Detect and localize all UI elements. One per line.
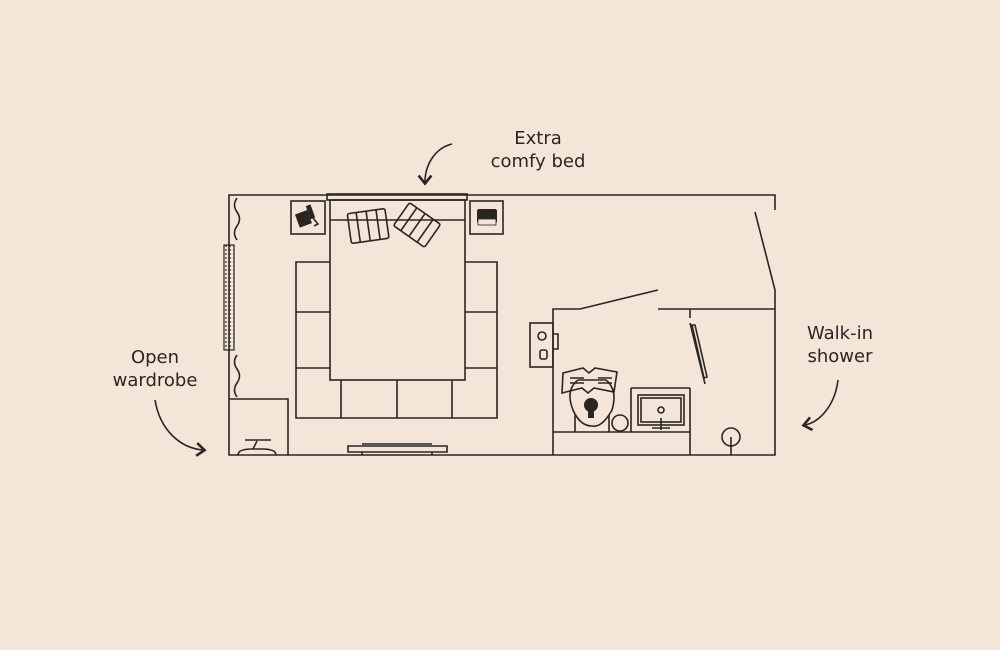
label-line: shower xyxy=(807,346,873,367)
coffee-shelf xyxy=(529,322,559,368)
shower-drain xyxy=(721,427,741,455)
rug xyxy=(295,261,498,419)
sink xyxy=(637,394,685,430)
pillow-left xyxy=(346,207,390,245)
label-line: comfy bed xyxy=(490,151,586,172)
label-line: Walk-in xyxy=(806,323,873,344)
arrows xyxy=(154,143,839,457)
label-walk-in-shower: Walk-in shower xyxy=(760,322,920,368)
wardrobe-cabinet xyxy=(229,398,289,456)
nightstand-right xyxy=(469,200,504,235)
bed-arrow xyxy=(417,143,453,186)
wardrobe-arrow xyxy=(154,399,207,457)
shower-arrow xyxy=(801,379,839,432)
curtain-bottom xyxy=(233,354,241,398)
label-open-wardrobe: Open wardrobe xyxy=(75,346,235,392)
label-line: Open xyxy=(130,347,180,368)
label-line: Extra xyxy=(514,128,562,149)
nightstand-left xyxy=(290,200,326,235)
pillow-right xyxy=(393,202,441,248)
person-reading-newspaper xyxy=(561,367,618,432)
toilet xyxy=(611,414,629,432)
bed xyxy=(326,193,468,381)
label-extra-comfy-bed: Extra comfy bed xyxy=(458,127,618,173)
curtain-top xyxy=(233,197,241,241)
label-line: wardrobe xyxy=(112,370,198,391)
window xyxy=(223,244,235,351)
tv-console xyxy=(347,443,448,455)
bathroom-walls xyxy=(552,211,776,455)
